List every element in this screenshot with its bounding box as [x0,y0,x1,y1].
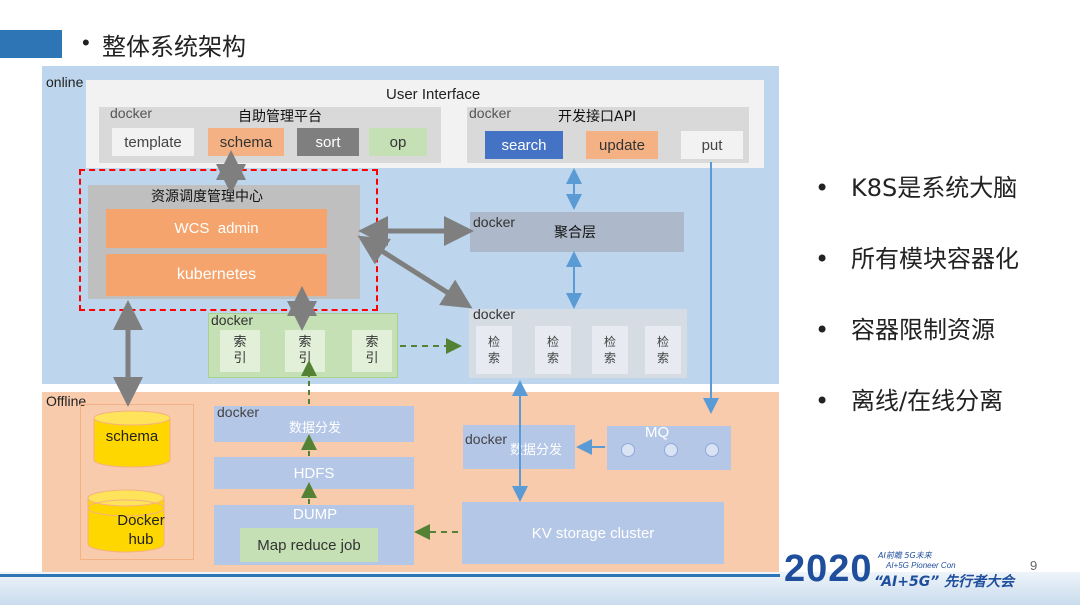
schema-button[interactable]: schema [208,128,284,156]
kv-storage-cluster-box: KV storage cluster [462,502,724,564]
hdfs-box: HDFS [214,457,414,489]
update-button[interactable]: update [586,131,658,159]
sort-button[interactable]: sort [297,128,359,156]
docker-label: docker [217,404,260,420]
mq-node-2 [664,443,678,457]
title-bullet: • [82,30,90,55]
aggregation-layer-box [470,212,684,252]
slide-title: 整体系统架构 [102,33,246,61]
dump-label: DUMP [293,506,338,523]
docker-label: docker [110,105,153,121]
logo-line1: AI前瞻 5G未来 [878,551,932,560]
bullet-item: •所有模块容器化 [815,245,1019,273]
platform-title: 自助管理平台 [238,109,322,125]
docker-label: docker [211,312,254,328]
conference-logo: 2020 AI前瞻 5G未来 AI+5G Pioneer Con “AI+5G”… [784,549,1044,593]
footer-line [0,574,780,577]
aggregation-layer-label: 聚合层 [554,225,596,241]
mq-label: MQ [645,424,670,441]
api-title: 开发接口API [558,109,637,125]
search-box-2: 检 索 [535,326,571,374]
schema-database-icon [93,410,171,468]
data-distribution-label: 数据分发 [289,421,342,436]
put-button[interactable]: put [681,131,743,159]
docker-label: docker [465,431,508,447]
title-bar-accent [0,30,62,58]
docker-label: docker [473,306,516,322]
docker-label: docker [473,214,516,230]
search-box-3: 检 索 [592,326,628,374]
template-button[interactable]: template [112,128,194,156]
mq-node-3 [705,443,719,457]
bullet-item: •容器限制资源 [815,316,995,344]
op-button[interactable]: op [369,128,427,156]
docker-hub-label: Docker hub [117,512,165,548]
bullet-item: •离线/在线分离 [815,387,1004,415]
user-interface-title: User Interface [386,86,481,103]
search-box-4: 检 索 [645,326,681,374]
bullet-text: 容器限制资源 [851,316,995,344]
bullet-text: K8S是系统大脑 [851,174,1018,202]
kubernetes-box: kubernetes [106,254,327,296]
page-number: 9 [1030,558,1038,573]
index-box-3: 索 引 [352,330,392,372]
search-box-1: 检 索 [476,326,512,374]
bullet-item: •K8S是系统大脑 [815,174,1018,202]
logo-line3: “AI+5G” 先行者大会 [874,574,1015,590]
offline-zone-label: Offline [46,393,87,409]
bullet-text: 所有模块容器化 [851,245,1019,273]
schema-database-label: schema [105,428,159,445]
logo-year: 2020 [784,548,873,590]
docker-hub-database-icon [87,489,165,553]
docker-label: docker [469,105,512,121]
index-box-1: 索 引 [220,330,260,372]
footer-wave [0,572,1080,605]
wcs-admin-box: WCS admin [106,209,327,248]
search-button[interactable]: search [485,131,563,159]
index-box-2: 索 引 [285,330,325,372]
mq-node-1 [621,443,635,457]
scheduling-center-title: 资源调度管理中心 [151,189,263,205]
bullet-text: 离线/在线分离 [851,387,1004,415]
mapreduce-job-box: Map reduce job [240,528,378,562]
bullet-list: •K8S是系统大脑 •所有模块容器化 •容器限制资源 •离线/在线分离 [815,168,1065,452]
online-zone-label: online [46,74,84,90]
data-distribution-2-label: 数据分发 [510,443,563,458]
logo-line2: AI+5G Pioneer Con [886,561,956,570]
